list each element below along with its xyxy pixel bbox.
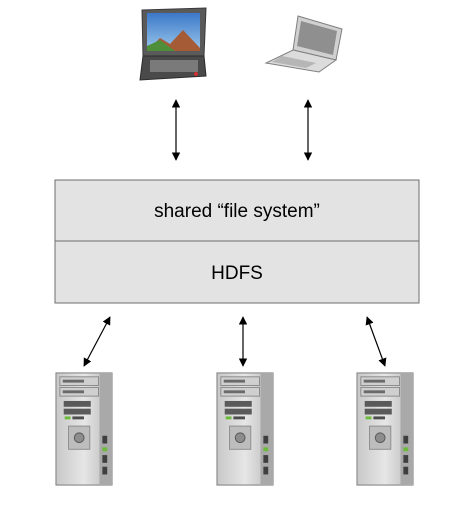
shared-file-system-label: shared “file system” — [154, 201, 320, 222]
hdfs-label: HDFS — [211, 263, 263, 284]
server-node-1 — [55, 372, 113, 486]
server-node-2 — [216, 372, 274, 486]
laptop-client-1 — [139, 7, 207, 81]
server-1-connector — [83, 316, 111, 367]
shared-file-system-layer — [54, 179, 420, 242]
server-node-3 — [356, 372, 414, 486]
laptop-icon — [139, 7, 207, 81]
server-tower-icon — [356, 372, 414, 486]
storage-layer-stack: shared “file system” HDFS — [54, 179, 420, 304]
laptop-client-2 — [264, 15, 343, 73]
laptop-icon — [264, 15, 343, 73]
server-tower-icon — [55, 372, 113, 486]
server-tower-icon — [216, 372, 274, 486]
server-3-connector — [365, 316, 387, 367]
hdfs-layer — [54, 240, 420, 304]
